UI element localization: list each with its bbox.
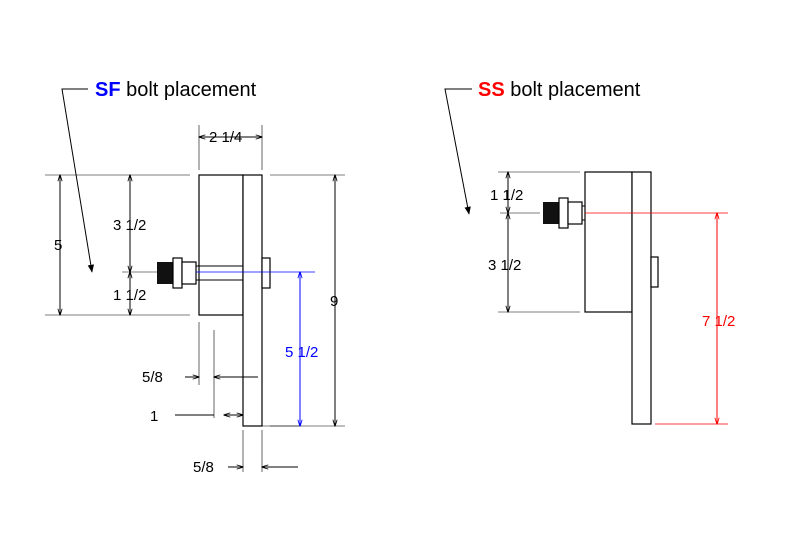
ss-code: SS	[478, 79, 505, 101]
sf-front-plate	[198, 174, 244, 316]
ss-nut-icon	[567, 201, 583, 225]
ss-detail: SS bolt placement 1 1/2 3 1/2 7 1/2	[444, 79, 735, 425]
sf-dim-plate-a: 5/8	[142, 369, 163, 386]
sf-leader-arrow	[61, 88, 94, 273]
ss-bolt-head-icon	[543, 202, 559, 224]
sf-dim-top-to-bolt: 3 1/2	[113, 217, 146, 234]
ss-back-bar	[631, 171, 652, 425]
sf-bolt-head-icon	[157, 262, 173, 284]
sf-detail: SF bolt placement 2 1/4 5	[45, 79, 345, 476]
ss-dim-bolt-to-bottom: 3 1/2	[488, 257, 521, 274]
ss-dim-bolt-to-end: 7 1/2	[702, 313, 735, 330]
ss-dim-top-to-bolt: 1 1/2	[490, 187, 523, 204]
ss-title-text: bolt placement	[505, 79, 641, 101]
sf-back-bar	[242, 174, 263, 427]
sf-dim-plate-b: 5/8	[193, 459, 214, 476]
ss-nut-back-icon	[650, 256, 659, 288]
sf-dim-width-total: 2 1/4	[209, 129, 242, 146]
sf-title: SF bolt placement	[95, 79, 257, 101]
sf-code: SF	[95, 79, 121, 101]
sf-washer-icon	[172, 257, 183, 289]
sf-title-text: bolt placement	[121, 79, 257, 101]
ss-washer-icon	[558, 197, 569, 229]
sf-dim-bolt-to-bottom: 1 1/2	[113, 287, 146, 304]
ss-leader-arrow	[444, 88, 472, 215]
sf-nut-back-icon	[261, 257, 271, 289]
sf-dim-overall-height: 9	[330, 293, 338, 310]
ss-front-plate	[584, 171, 633, 313]
sf-dim-bolt-to-end: 5 1/2	[285, 344, 318, 361]
sf-dim-overall-clamp: 5	[54, 237, 62, 254]
sf-nut-icon	[181, 261, 197, 285]
sf-dim-gap: 1	[150, 408, 158, 425]
ss-title: SS bolt placement	[478, 79, 641, 101]
